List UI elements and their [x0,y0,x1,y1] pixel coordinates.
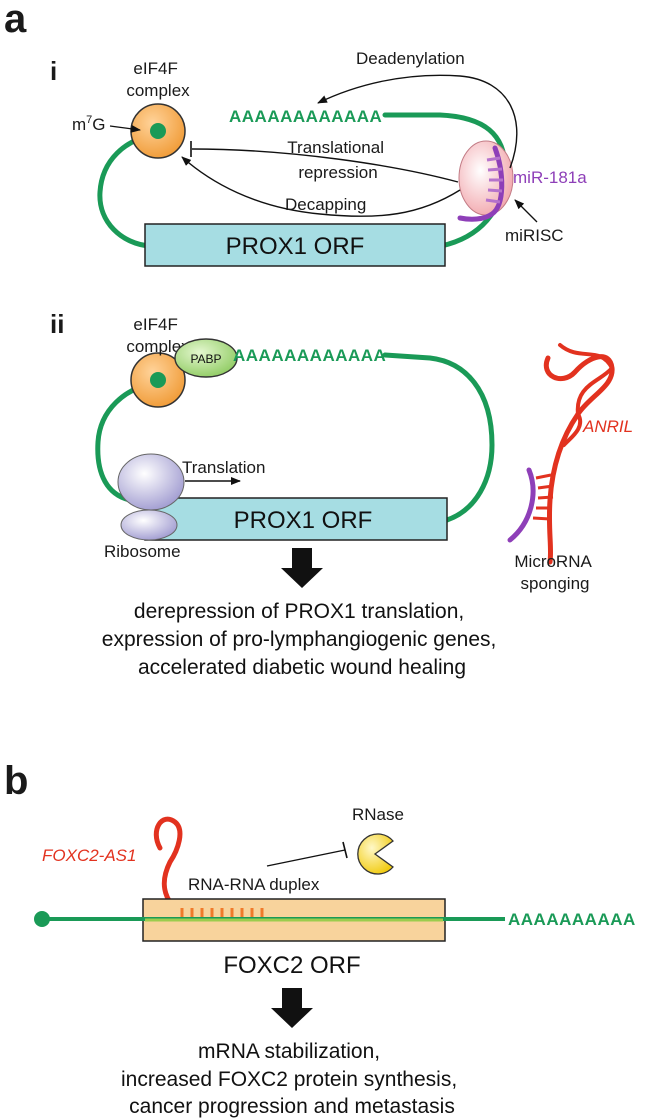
sponging-base-pairs [532,473,554,521]
rnase-enzyme [357,833,394,875]
foxc2-as1-label: FOXC2-AS1 [42,846,136,865]
orf-label-b: FOXC2 ORF [223,952,360,979]
orf-box-ii [144,497,448,541]
panel-a-ii-label: ii [50,309,64,339]
cap-pointer-arrow [109,124,141,133]
mirisc-complex [458,140,514,216]
sponged-mirna-strand [507,467,536,543]
panel-a-label: a [4,0,27,41]
anril-label: ANRIL [582,417,633,436]
mrna-loop-ii [95,352,495,523]
eif4f-label-i: eIF4F complex [126,59,190,100]
translation-label: Translation [182,458,265,477]
mirna-base-pairs-i [485,156,503,204]
repression-label: Translational repression [287,138,388,182]
rnase-label: RNase [352,805,404,824]
cap-dot-b [34,911,50,927]
polya-tail-i: AAAAAAAAAAAA [229,107,382,126]
conclusion-a: derepression of PROX1 translation, expre… [102,600,502,679]
polya-tail-b: AAAAAAAAAA [508,910,636,929]
panel-a-i-label: i [50,56,57,86]
outcome-arrow-a [281,548,323,588]
mirna-label-i: miR-181a [513,168,587,187]
rnase-inhibition-line [266,849,346,867]
deadenylation-arrow [317,74,518,169]
orf-box-i [144,223,446,267]
ribosome-small-subunit [120,509,178,541]
orf-label-i: PROX1 ORF [226,233,365,260]
mirisc-pointer-arrow [514,199,538,223]
duplex-base-pairs [180,908,264,918]
cap-label-i: m7G [72,114,106,134]
polya-tail-ii: AAAAAAAAAAAA [233,346,386,365]
eif4f-label-ii: eIF4F complex [126,315,190,356]
sponging-label: MicroRNA sponging [514,552,595,593]
foxc2-as1-strand [153,816,271,908]
decapping-arrow [181,156,461,217]
ribosome-label: Ribosome [104,542,181,561]
rnase-inhibition-bar [342,841,348,859]
mirisc-label: miRISC [505,226,564,245]
conclusion-b: mRNA stabilization, increased FOXC2 prot… [121,1040,463,1118]
anril-lncrna-strand [543,354,615,565]
cap-dot-ii [150,372,166,388]
pabp-protein [174,338,238,378]
duplex-label: RNA-RNA duplex [188,875,320,894]
cap-dot-i [150,123,166,139]
ribosome-large-subunit [117,453,185,511]
decapping-label: Decapping [285,195,366,214]
outcome-arrow-b [271,988,313,1028]
orf-label-ii: PROX1 ORF [234,507,373,534]
pabp-label: PABP [190,352,221,366]
repression-inhibition-line [191,148,459,183]
panel-b-label: b [4,759,28,803]
anril-lncrna-helix [558,343,615,447]
deadenylation-label: Deadenylation [356,49,465,68]
